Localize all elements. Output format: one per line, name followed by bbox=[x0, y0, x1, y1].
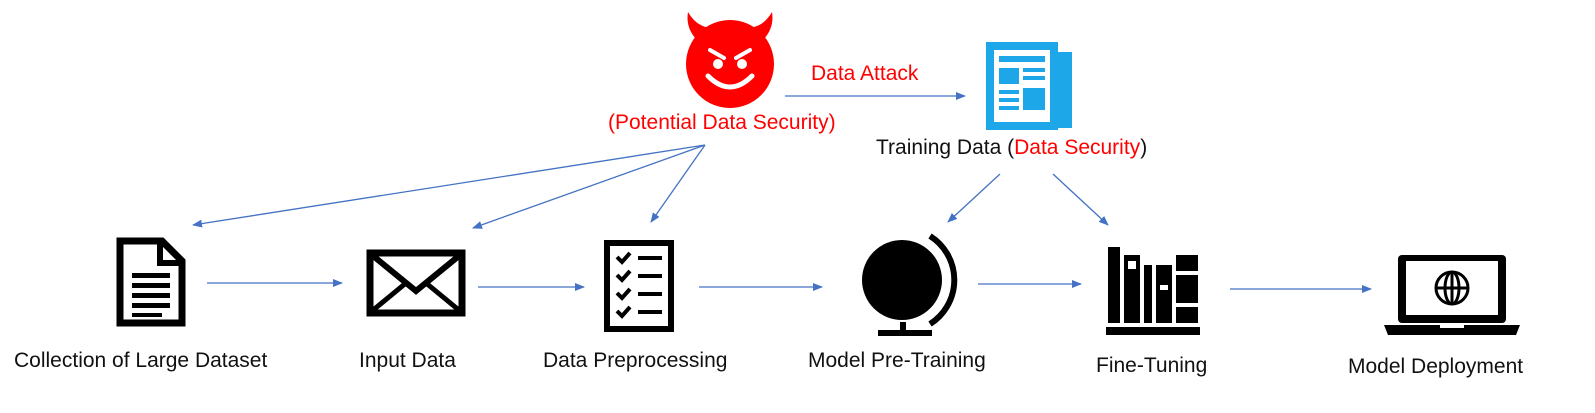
stage-label-collection: Collection of Large Dataset bbox=[14, 349, 268, 372]
devil-face-icon bbox=[686, 12, 774, 108]
laptop-globe-icon bbox=[1384, 255, 1520, 335]
globe-icon bbox=[862, 233, 958, 336]
attacker-label: (Potential Data Security) bbox=[608, 111, 836, 134]
stage-label-pretraining: Model Pre-Training bbox=[808, 349, 986, 372]
stage-label-finetuning: Fine-Tuning bbox=[1096, 354, 1208, 377]
stage-label-input: Input Data bbox=[359, 349, 456, 372]
books-icon bbox=[1106, 247, 1200, 335]
stage-label-deployment: Model Deployment bbox=[1348, 355, 1524, 378]
stage-label-preprocessing: Data Preprocessing bbox=[543, 349, 728, 372]
envelope-icon bbox=[366, 249, 466, 317]
attack-to-input-arrow bbox=[472, 144, 706, 229]
training-data-label-prefix: Training Data ( bbox=[876, 136, 1015, 159]
training-to-pretraining-arrow bbox=[947, 173, 1001, 223]
checklist-icon bbox=[604, 240, 674, 332]
data-attack-label: Data Attack bbox=[811, 62, 919, 85]
training-to-finetuning-arrow bbox=[1052, 173, 1109, 226]
attack-to-preprocessing-arrow bbox=[650, 144, 706, 223]
newspaper-icon bbox=[986, 42, 1072, 130]
training-data-label: Training Data (Data Security) bbox=[876, 137, 1147, 158]
training-data-label-suffix: ) bbox=[1140, 136, 1148, 159]
attack-to-collection-arrow bbox=[192, 144, 706, 228]
document-icon bbox=[116, 237, 186, 327]
training-data-security-label: Data Security bbox=[1014, 136, 1141, 159]
